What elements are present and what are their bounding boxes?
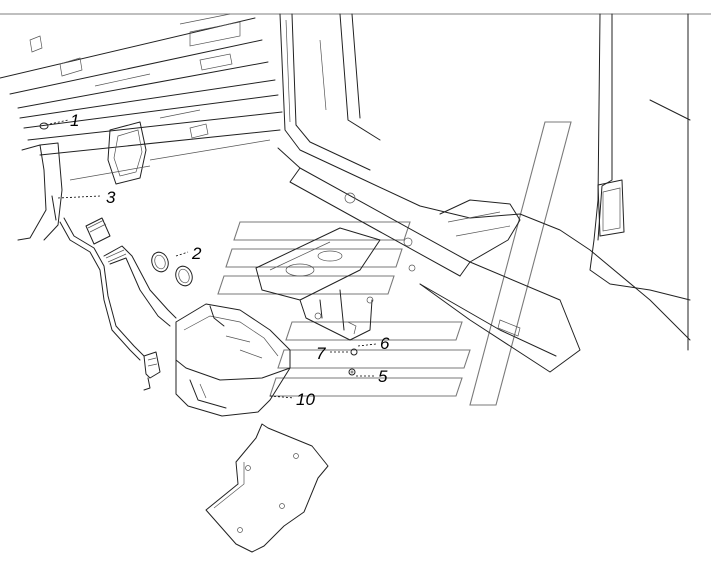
callout-leaders [49,119,377,399]
callout-labels: 1 2 3 5 6 7 10 [70,111,390,409]
filler-pipe [103,245,177,327]
callout-5: 5 [378,367,388,386]
callout-1: 1 [70,111,79,130]
callout-6: 6 [380,334,390,353]
callout-10: 10 [296,390,315,409]
watermark-logo [217,121,572,406]
callout-7: 7 [316,344,326,363]
clip-part [39,122,49,130]
tank-bracket [255,227,381,341]
tank-part [175,303,291,417]
filler-cap-part [85,217,111,245]
hose-line [51,195,145,361]
floor-frame-rail [277,147,581,373]
hose-clamps [151,251,193,287]
fasteners [347,321,358,376]
heat-shield-plate [205,423,329,553]
callout-3: 3 [106,188,116,207]
sensor-valve [143,351,161,391]
cab-side-panel [279,13,691,351]
cab-rear-wall [0,13,283,241]
callout-2: 2 [191,244,202,263]
